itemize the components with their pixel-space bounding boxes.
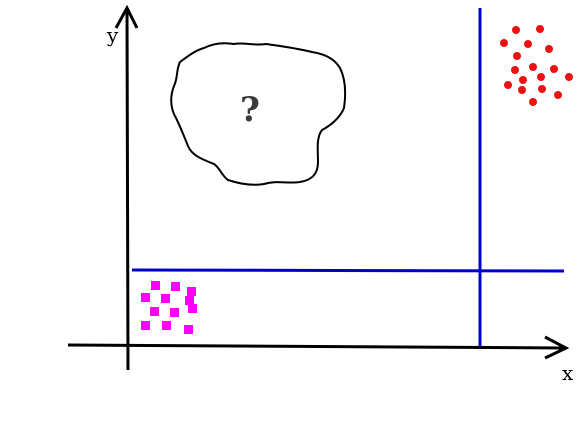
- magenta-square-cluster: [141, 281, 197, 334]
- magenta-square-point: [188, 304, 197, 313]
- red-circle-point: [524, 40, 532, 48]
- red-circle-point: [545, 45, 553, 53]
- x-axis-arrowhead: [544, 335, 570, 360]
- red-circle-point: [513, 52, 521, 60]
- axes: y x: [67, 4, 574, 385]
- magenta-square-point: [187, 287, 196, 296]
- red-circle-point: [565, 73, 573, 81]
- magenta-square-point: [162, 321, 171, 330]
- x-axis-line: [67, 343, 566, 350]
- unknown-region-outline: [170, 42, 347, 186]
- red-circle-point: [550, 65, 558, 73]
- magenta-square-point: [150, 307, 159, 316]
- y-axis-arrowhead: [114, 4, 139, 29]
- red-circle-point: [504, 81, 512, 89]
- y-axis-line: [125, 9, 130, 371]
- x-axis-label: x: [562, 361, 574, 385]
- red-circle-point: [529, 98, 537, 106]
- red-circle-point: [537, 73, 545, 81]
- red-circle-point: [536, 25, 544, 33]
- magenta-square-point: [141, 293, 150, 302]
- red-circle-point: [519, 76, 527, 84]
- red-circle-cluster: [500, 25, 573, 106]
- unknown-region-label: ?: [240, 90, 260, 130]
- magenta-square-point: [141, 321, 150, 330]
- horizontal-divider-line: [131, 268, 565, 273]
- magenta-square-point: [185, 296, 194, 305]
- divider-lines: [131, 8, 565, 346]
- red-circle-point: [529, 63, 537, 71]
- red-circle-point: [500, 39, 508, 47]
- unknown-region: ?: [170, 42, 347, 186]
- red-circle-point: [538, 85, 546, 93]
- magenta-square-point: [161, 294, 170, 303]
- magenta-square-point: [170, 308, 179, 317]
- red-circle-point: [511, 66, 519, 74]
- red-circle-point: [518, 86, 526, 94]
- magenta-square-point: [184, 325, 193, 334]
- y-axis-label: y: [106, 23, 119, 47]
- magenta-square-point: [151, 281, 160, 290]
- red-circle-point: [554, 91, 562, 99]
- magenta-square-point: [171, 282, 180, 291]
- red-circle-point: [512, 26, 520, 34]
